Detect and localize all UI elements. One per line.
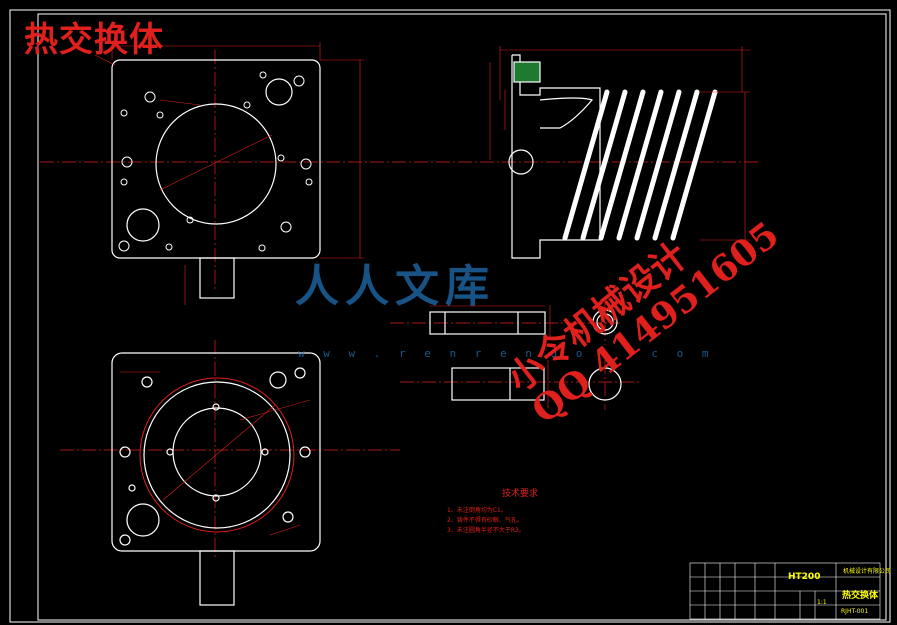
tech-note-3: 3、未注圆角半径不大于R3。 [447,527,525,534]
tech-note-1: 1、未注倒角均为C1。 [447,507,507,514]
title-block-company: 机械设计有限公司 [843,568,892,575]
title-block-part-name: 热交换体 [842,591,879,601]
drawing-title: 热交换体 [24,20,164,60]
title-block-scale: 1:1 [817,599,827,606]
bottom-flange-view [111,352,321,606]
drawing-border [9,9,891,623]
dimension-lines [94,42,750,536]
top-plate-view [111,59,534,299]
coil-tubes [562,89,718,241]
detail-parts [429,309,622,401]
title-block [689,562,881,620]
title-block-material: HT200 [788,572,821,582]
tech-notes-heading: 技术要求 [502,489,539,499]
tech-note-2: 2、铸件不得有砂眼、气孔。 [447,517,523,524]
side-section-view [511,54,601,259]
top-plate-bolt-holes [118,71,313,252]
title-block-drawing-no: RJHT-001 [841,608,869,615]
watermark-text: 人人文库 [295,261,495,312]
watermark-url: w w w . r e n r e n d o c . c o m [298,347,715,360]
